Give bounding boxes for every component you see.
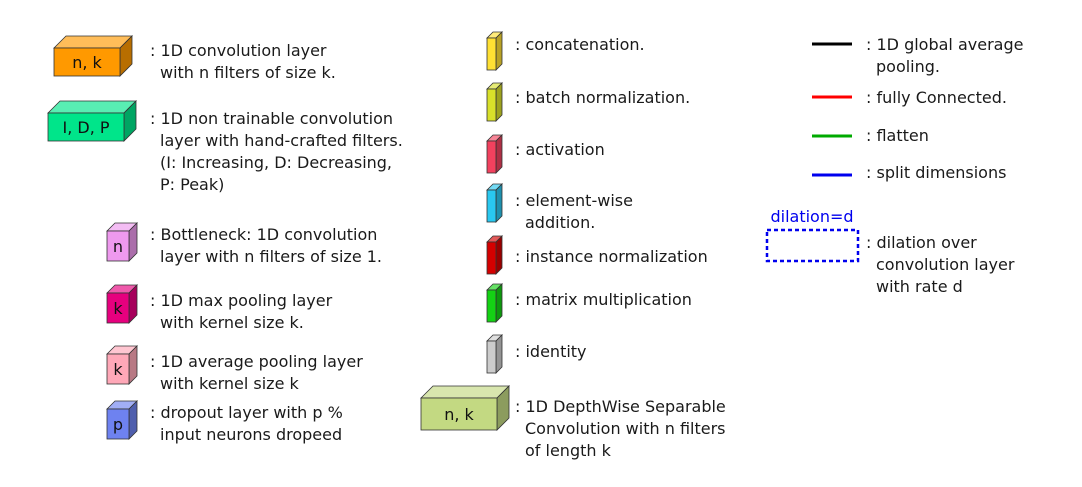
box-label: k bbox=[113, 360, 123, 379]
legend-text-line: : instance normalization bbox=[515, 247, 708, 266]
legend-text-line: pooling. bbox=[876, 57, 940, 76]
violet-box-icon: n bbox=[106, 222, 138, 262]
lightgreen-box-icon: n, k bbox=[420, 385, 510, 431]
legend-text-line: : Bottleneck: 1D convolution bbox=[150, 225, 377, 244]
legend-text-line: Convolution with n filters bbox=[525, 419, 726, 438]
legend-text-line: : batch normalization. bbox=[515, 88, 690, 107]
legend-text-line: with n filters of size k. bbox=[160, 63, 336, 82]
legend-text-line: : 1D global average bbox=[866, 35, 1023, 54]
orange-box-icon: n, k bbox=[53, 35, 133, 77]
dilation-label: dilation=d bbox=[770, 207, 853, 226]
box-label: I, D, P bbox=[62, 118, 109, 137]
pink-box-icon: k bbox=[106, 345, 138, 385]
legend-text-line: addition. bbox=[525, 213, 595, 232]
green-box-icon: I, D, P bbox=[47, 100, 137, 142]
legend-text-line: : 1D average pooling layer bbox=[150, 352, 363, 371]
legend-text-line: : dilation over bbox=[866, 233, 977, 252]
yellow-slab-icon bbox=[486, 31, 503, 71]
legend-text-line: input neurons dropeed bbox=[160, 425, 342, 444]
legend-text-line: : 1D non trainable convolution bbox=[150, 109, 393, 128]
legend-text-line: : fully Connected. bbox=[866, 88, 1007, 107]
olive-slab-icon bbox=[486, 82, 503, 122]
legend-text-line: with rate d bbox=[876, 277, 963, 296]
legend-text-line: : dropout layer with p % bbox=[150, 403, 343, 422]
legend-column-3: : 1D global average pooling. : fully Conne… bbox=[765, 35, 1023, 296]
legend-text-line: with kernel size k bbox=[160, 374, 299, 393]
magenta-box-icon: k bbox=[106, 284, 138, 324]
legend-text-line: : concatenation. bbox=[515, 35, 645, 54]
dashed-box-icon: dilation=d bbox=[765, 207, 860, 263]
legend-text-line: : 1D max pooling layer bbox=[150, 291, 333, 310]
legend-text-line: : 1D convolution layer bbox=[150, 41, 327, 60]
gray-slab-icon bbox=[486, 334, 503, 374]
green-slab-icon bbox=[486, 283, 503, 323]
legend-text-line: : 1D DepthWise Separable bbox=[515, 397, 726, 416]
legend-text-line: of length k bbox=[525, 441, 612, 460]
box-label: n bbox=[113, 237, 123, 256]
legend-text-line: layer with n filters of size 1. bbox=[160, 247, 382, 266]
cyan-slab-icon bbox=[486, 183, 503, 223]
box-label: n, k bbox=[444, 405, 474, 424]
legend-column-1: n, k : 1D convolution layer with n filters… bbox=[47, 35, 403, 444]
box-label: n, k bbox=[72, 53, 102, 72]
legend-column-2: : concatenation. : batch normalization. : … bbox=[420, 31, 726, 460]
box-label: p bbox=[113, 415, 123, 434]
blue-box-icon: p bbox=[106, 400, 138, 440]
legend-text-line: : matrix multiplication bbox=[515, 290, 692, 309]
legend-text-line: : split dimensions bbox=[866, 163, 1006, 182]
legend-text-line: : element-wise bbox=[515, 191, 633, 210]
legend-text-line: : identity bbox=[515, 342, 587, 361]
red-slab-icon bbox=[486, 134, 503, 174]
legend-text-line: layer with hand-crafted filters. bbox=[160, 131, 403, 150]
legend-text-line: with kernel size k. bbox=[160, 313, 304, 332]
legend-text-line: P: Peak) bbox=[160, 175, 224, 194]
darkred-slab-icon bbox=[486, 235, 503, 275]
legend-text-line: (I: Increasing, D: Decreasing, bbox=[160, 153, 392, 172]
legend-text-line: : flatten bbox=[866, 126, 929, 145]
box-label: k bbox=[113, 299, 123, 318]
legend-text-line: convolution layer bbox=[876, 255, 1015, 274]
legend-text-line: : activation bbox=[515, 140, 605, 159]
